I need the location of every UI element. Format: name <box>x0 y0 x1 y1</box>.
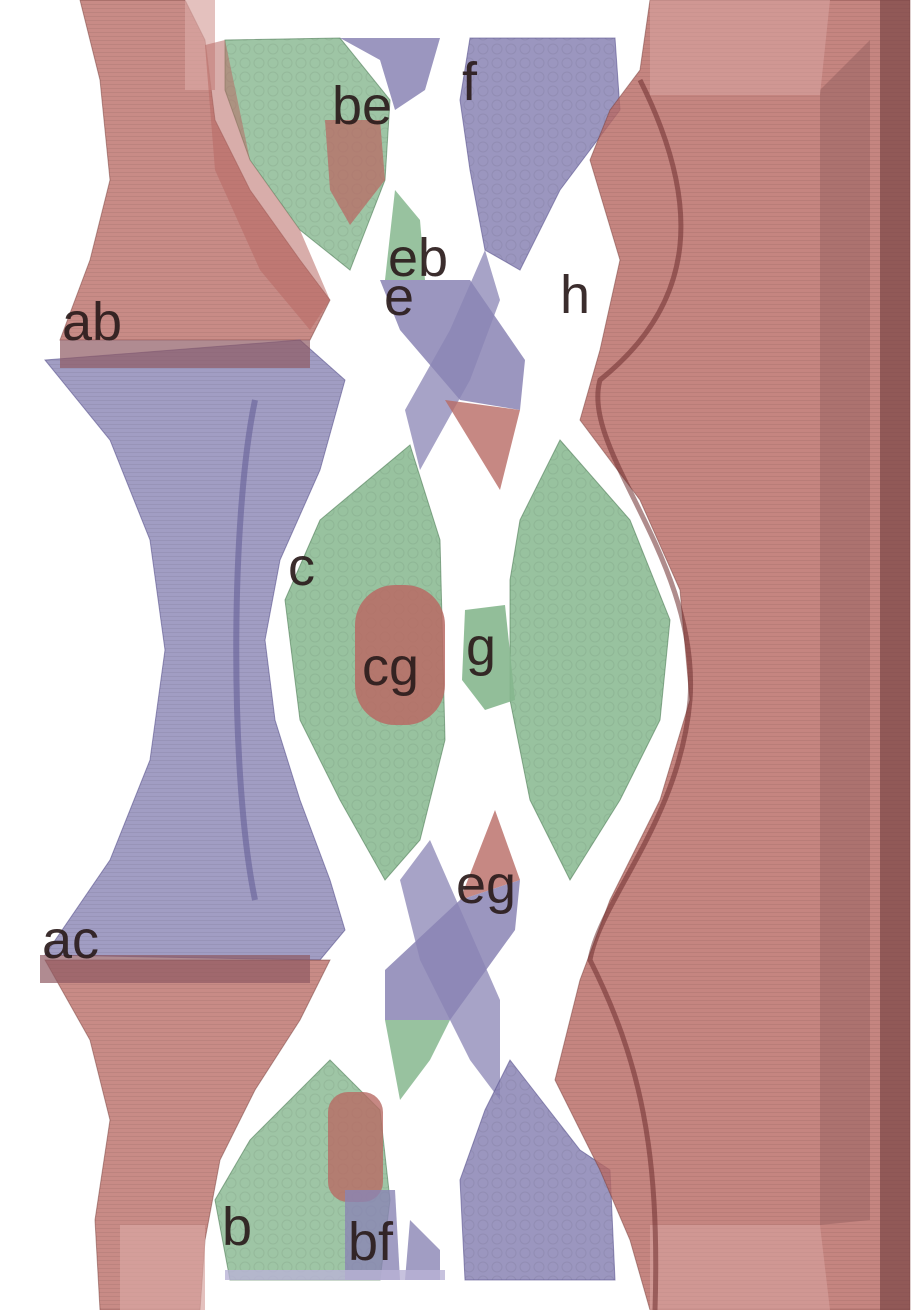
region-labels: ab ac be f eb e h c cg g eg b bf <box>42 52 590 1272</box>
center-left-green-lens <box>284 444 446 881</box>
right-red-surface <box>554 0 911 1310</box>
lower-left-green-lens <box>214 1059 445 1281</box>
label-eg: eg <box>456 855 516 915</box>
left-purple-surface <box>44 339 346 961</box>
label-be: be <box>332 76 392 136</box>
center-right-green-lens <box>462 439 671 882</box>
label-f: f <box>462 52 478 112</box>
label-cg: cg <box>362 637 419 697</box>
left-lower-red-surface <box>40 955 331 1310</box>
label-c: c <box>288 537 315 597</box>
label-g: g <box>466 617 496 677</box>
label-bf: bf <box>348 1212 394 1272</box>
upper-left-green-lens <box>205 37 391 330</box>
label-eb: eb <box>388 228 448 288</box>
label-ac: ac <box>42 910 99 970</box>
label-e: e <box>384 267 414 327</box>
lower-right-purple-piece <box>459 1059 616 1281</box>
label-h: h <box>560 265 590 325</box>
label-ab: ab <box>62 292 122 352</box>
upper-purple-pieces <box>340 37 621 271</box>
label-b: b <box>222 1197 252 1257</box>
upper-crossing-strips <box>380 190 525 490</box>
lower-crossing-strips <box>385 810 520 1100</box>
